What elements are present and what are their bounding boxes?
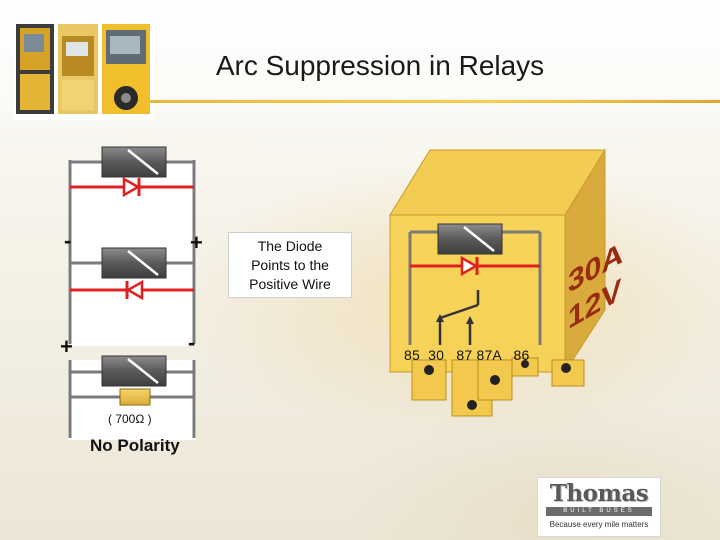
relay-pins <box>411 357 585 417</box>
bus-photo-3 <box>102 24 150 114</box>
circuit-bottom <box>68 355 196 440</box>
middle-circuit-negative-label: - <box>188 330 196 355</box>
slide-title: Arc Suppression in Relays <box>215 50 545 81</box>
coil-symbol <box>127 149 159 175</box>
top-circuit-negative-label: - <box>64 228 72 253</box>
diode-note-box: The Diode Points to the Positive Wire <box>228 232 352 298</box>
bus-photo-2 <box>58 24 98 114</box>
resistor-value-label: ( 700Ω ) <box>108 412 152 426</box>
bus-photo-strip <box>14 20 154 120</box>
logo-subline: BUILT BUSES <box>546 507 652 516</box>
middle-circuit-positive-label: + <box>60 334 73 359</box>
circuit-middle-panel <box>68 266 196 346</box>
bus-photo-1 <box>16 24 54 114</box>
thomas-logo: Thomas BUILT BUSES Because every mile ma… <box>537 477 661 537</box>
circuit-middle <box>68 240 196 346</box>
top-circuit-positive-label: + <box>190 230 203 255</box>
relay-box <box>389 148 606 417</box>
no-polarity-label: No Polarity <box>90 436 180 455</box>
relay-diode-symbol <box>460 255 479 277</box>
note-line-2: Points to the <box>251 257 329 273</box>
note-line-1: The Diode <box>257 238 323 254</box>
resistor-symbol <box>119 388 151 406</box>
relay-rating-text: 30A 12V <box>568 235 623 330</box>
diode-symbol <box>122 176 141 198</box>
logo-tagline: Because every mile matters <box>549 520 649 529</box>
diode-symbol <box>125 279 144 301</box>
logo-wordmark: Thomas <box>549 480 649 507</box>
relay-terminal-labels: 85 30 87 87A 86 <box>404 347 530 363</box>
switch-blade <box>439 303 479 320</box>
note-line-3: Positive Wire <box>249 276 331 292</box>
title-rule <box>150 100 720 103</box>
